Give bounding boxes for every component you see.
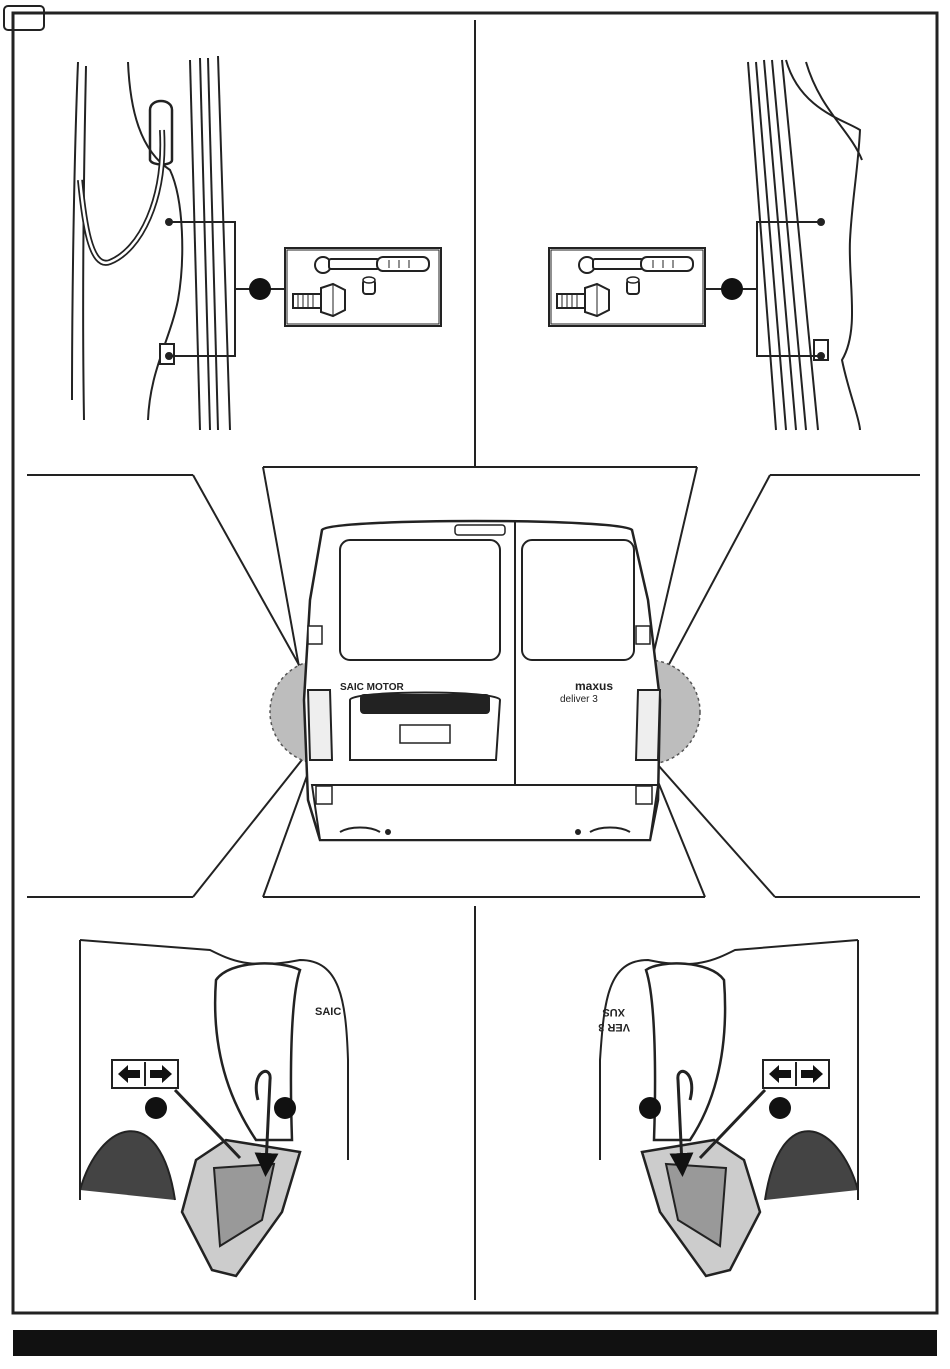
step-marker-right-bottom-2 <box>769 1097 791 1119</box>
step-number-box <box>4 6 44 30</box>
van-rear-view: SAIC MOTOR maxus deliver 3 <box>270 520 700 840</box>
top-right-pillar-view <box>704 60 862 430</box>
direction-arrows-right <box>763 1060 829 1088</box>
bottom-left-badge: SAIC <box>315 1006 341 1018</box>
step-marker-left-top <box>249 278 271 300</box>
step-marker-left-bottom-1 <box>145 1097 167 1119</box>
van-model-badge-1: maxus <box>575 679 613 693</box>
toolkit-left <box>285 248 441 326</box>
step-marker-right-top <box>721 278 743 300</box>
step-marker-right-bottom-1 <box>639 1097 661 1119</box>
footer-bar <box>13 1330 937 1356</box>
top-left-pillar-view <box>72 56 285 430</box>
bottom-right-lamp-view <box>600 940 858 1276</box>
bottom-right-badge-1: XUS <box>602 1006 625 1018</box>
van-brand-badge: SAIC MOTOR <box>340 682 404 693</box>
step-marker-left-bottom-2 <box>274 1097 296 1119</box>
bottom-right-badge-2: VER 3 <box>598 1021 630 1033</box>
direction-arrows-left <box>112 1060 178 1088</box>
bottom-left-lamp-view <box>80 940 348 1276</box>
toolkit-right <box>549 248 705 326</box>
van-model-badge-2: deliver 3 <box>560 694 598 705</box>
